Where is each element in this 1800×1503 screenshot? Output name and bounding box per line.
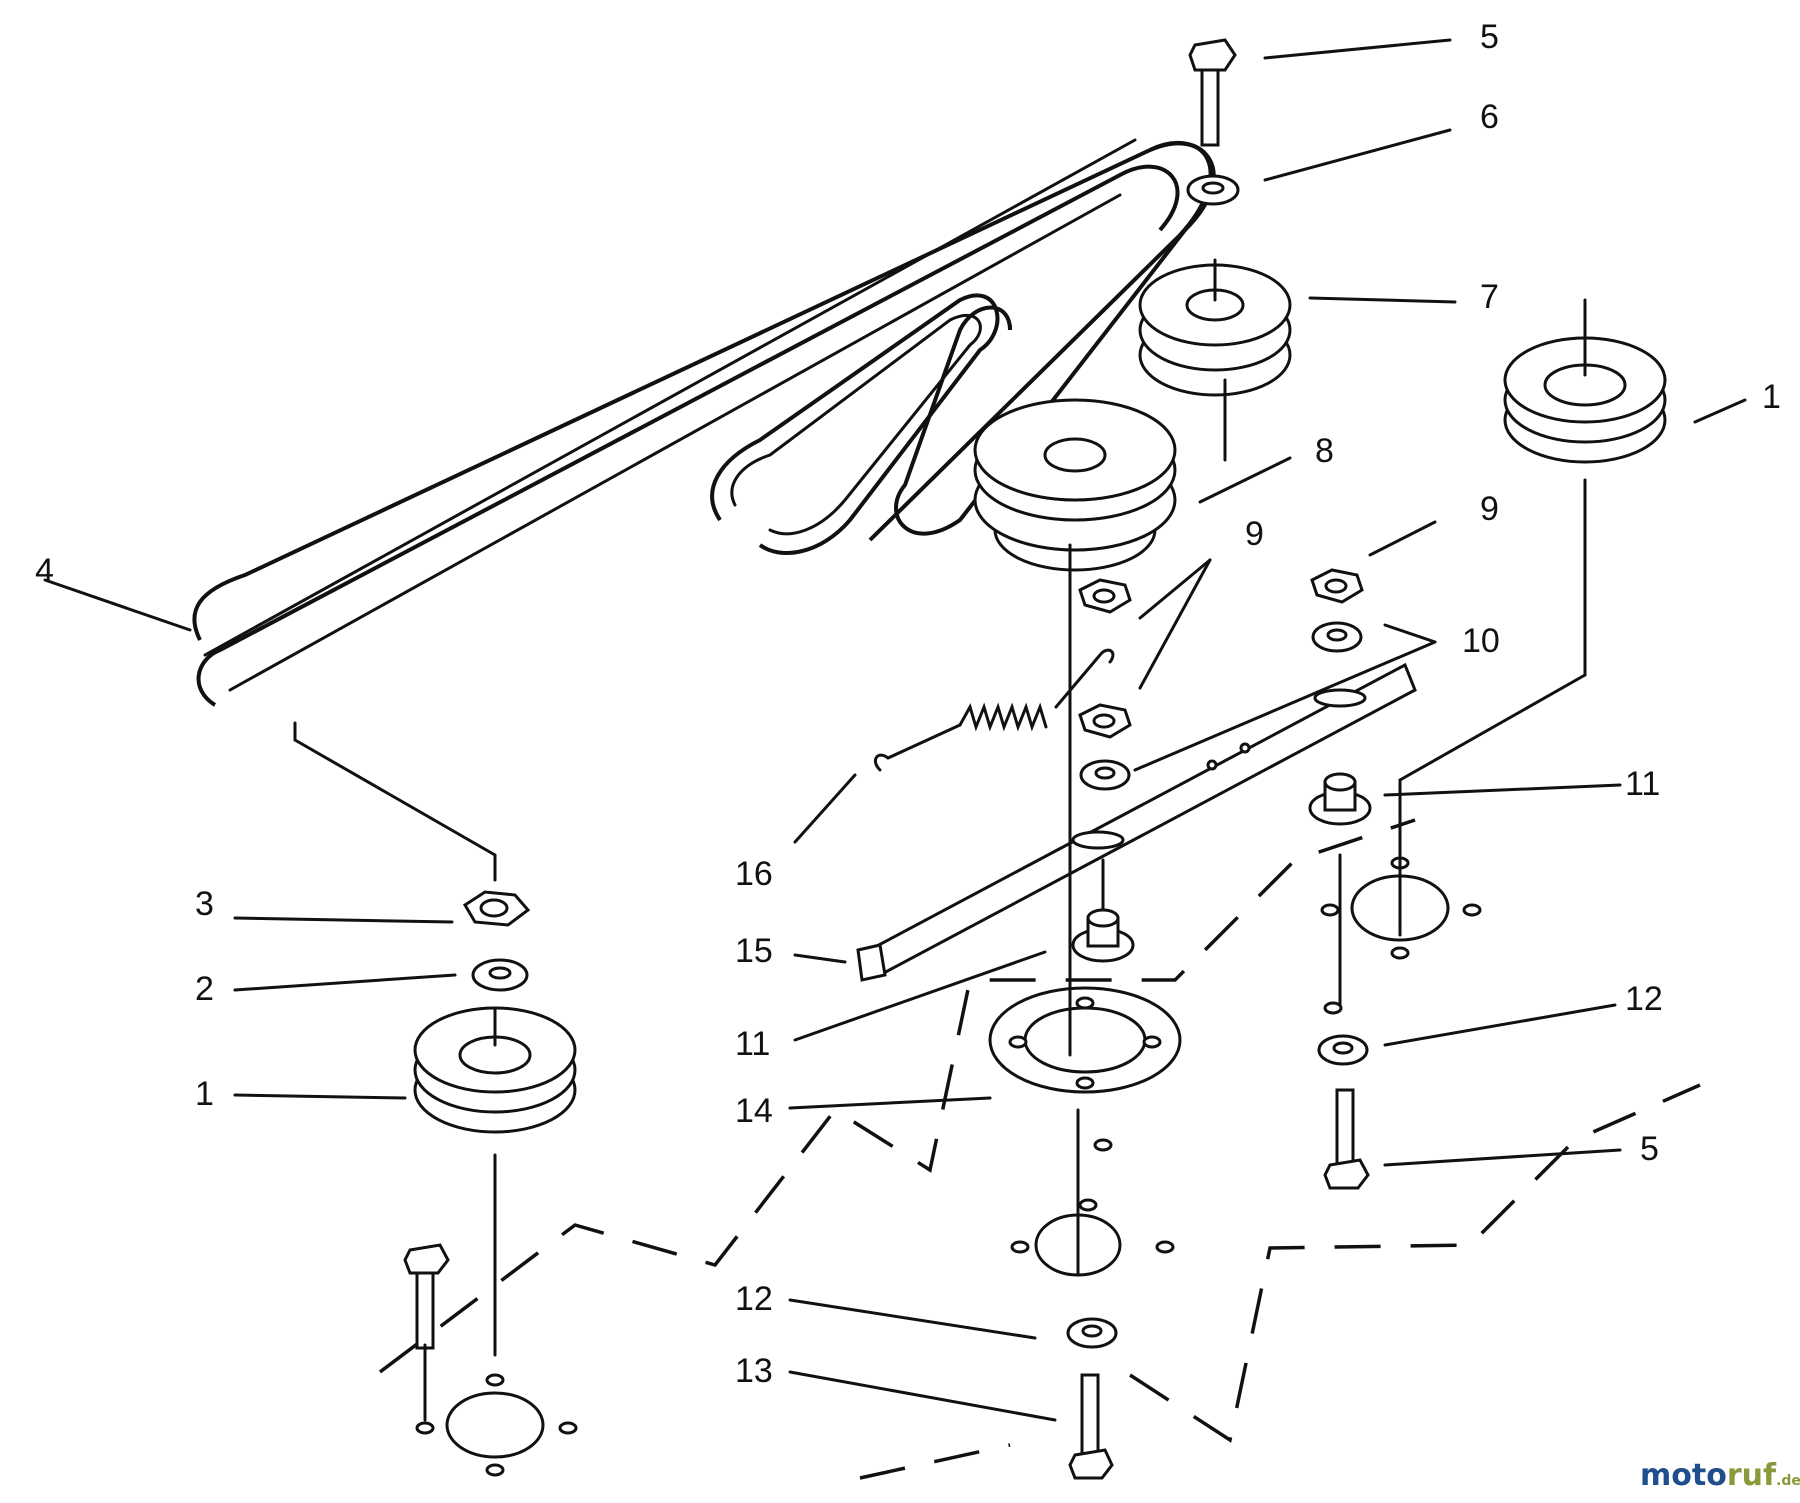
mower-deck-outline: [378, 818, 1701, 1480]
mount-circle-center: [1010, 1138, 1175, 1277]
washer-12-left: [1066, 1317, 1118, 1349]
callout-7: 7: [1480, 278, 1499, 316]
callout-10: 10: [1462, 622, 1500, 660]
callout-5-top: 5: [1480, 18, 1499, 56]
callout-11-left: 11: [735, 1025, 770, 1063]
washer-10-center: [1079, 759, 1131, 791]
callout-12-right: 12: [1625, 980, 1663, 1018]
idler-arm-15: [856, 662, 1417, 982]
callout-5-bottom: 5: [1640, 1130, 1659, 1168]
callout-labels: 5 6 7 1 8 9 9 10 11 12 5 4 3 2 1 16 15 1…: [35, 18, 1781, 1390]
nut-9-lower: [1078, 703, 1132, 739]
callout-9-right: 9: [1480, 490, 1499, 528]
bearing-plate-14: [988, 986, 1182, 1094]
callout-13: 13: [735, 1352, 773, 1390]
callout-16: 16: [735, 855, 773, 893]
callout-9-center: 9: [1245, 515, 1264, 553]
washer-2: [471, 958, 529, 992]
nut-3: [462, 890, 531, 927]
leader-lines: [43, 38, 1747, 1422]
washer-10-right: [1311, 621, 1363, 653]
callout-14: 14: [735, 1092, 773, 1130]
nut-9-upper: [1078, 578, 1132, 614]
bolt-13: [1068, 1373, 1114, 1480]
bolt-5-bottom: [1323, 1088, 1370, 1190]
nut-9-right: [1310, 568, 1364, 604]
mount-circle-left: [415, 1373, 578, 1477]
extension-spring-16: [874, 648, 1115, 772]
washer-6: [1186, 174, 1240, 206]
bolt-left: [403, 1243, 450, 1350]
idler-pulley-right: [1503, 298, 1667, 464]
idler-pulley-7: [1138, 258, 1292, 397]
washer-12-right: [1317, 1034, 1369, 1066]
bushing-11-right: [1308, 772, 1372, 826]
callout-2: 2: [195, 970, 214, 1008]
watermark-text: motoruf.de: [1640, 1458, 1800, 1493]
callout-1-right: 1: [1762, 378, 1781, 416]
watermark-logo: motoruf.de: [1640, 1458, 1800, 1493]
callout-8: 8: [1315, 432, 1334, 470]
bushing-11-center: [1071, 908, 1135, 963]
callout-6: 6: [1480, 98, 1499, 136]
spindle-pulley-8: [973, 398, 1177, 572]
drive-belt: [192, 138, 1216, 707]
idler-pulley-left: [413, 1006, 577, 1134]
callout-11-right: 11: [1625, 765, 1660, 803]
assembly-lines: [293, 378, 1587, 1422]
callout-4: 4: [35, 552, 54, 590]
callout-15: 15: [735, 932, 773, 970]
callout-1-left: 1: [195, 1075, 214, 1113]
callout-12-left: 12: [735, 1280, 773, 1318]
callout-3: 3: [195, 885, 214, 923]
bolt-5-top: [1188, 38, 1237, 147]
